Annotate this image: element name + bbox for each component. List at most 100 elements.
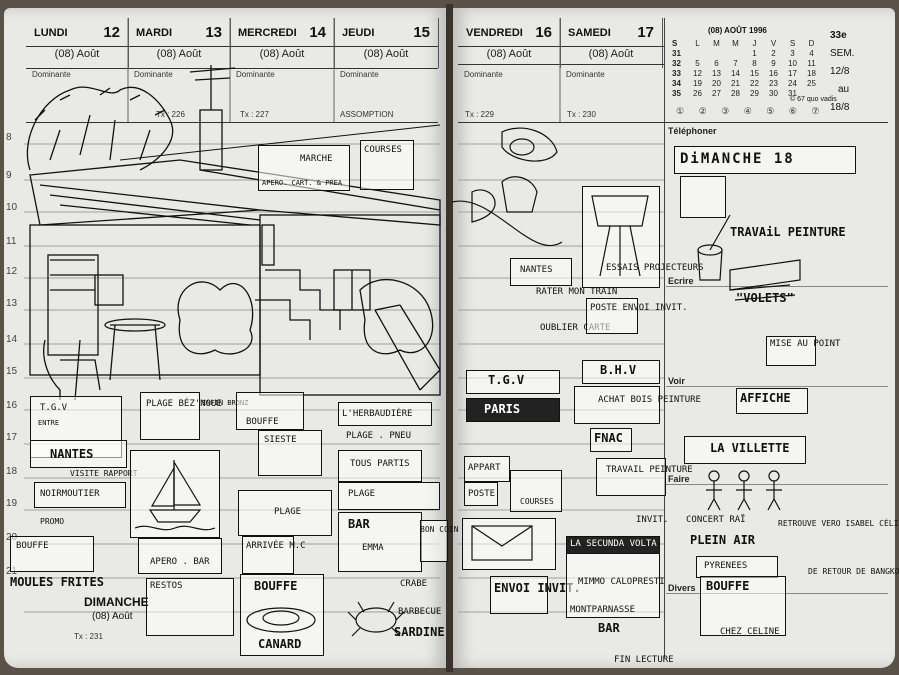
- label-bon-coin: BON COIN: [420, 525, 459, 534]
- label-plage-pneu: PLAGE . PNEU: [346, 431, 412, 441]
- header-divider: [458, 64, 664, 65]
- label-essais: ESSAIS PROJECTEURS: [606, 263, 704, 273]
- label-plage-right: PLAGE: [348, 489, 376, 499]
- hour-label: 16: [6, 400, 18, 411]
- label-tgv-left: T.G.V: [40, 403, 68, 413]
- calendar-cell: 32: [672, 58, 681, 68]
- label-bhv: B.H.V: [600, 363, 637, 377]
- label-la-villette: LA VILLETTE: [710, 441, 790, 455]
- calendar-cell: 6: [714, 58, 719, 68]
- vignette-herbaudiere: [338, 402, 432, 426]
- label-poste-envoi: POSTE ENVOI INVIT.: [590, 303, 688, 313]
- label-invit: INVIT.: [636, 515, 669, 525]
- sunday-label: DIMANCHE: [84, 595, 149, 609]
- day-name: SAMEDI: [568, 27, 611, 39]
- weekday-header: L: [695, 38, 700, 48]
- label-envoi: ENVOI INVIT.: [494, 581, 581, 595]
- section-divider: [666, 484, 888, 485]
- label-barbecue: BARBECUE: [398, 607, 442, 617]
- label-moules-frites: MOULES FRITES: [10, 575, 104, 589]
- calendar-cell: 17: [788, 68, 797, 78]
- day-header-friday: VENDREDI 16 (08) Août Dominante: [458, 18, 561, 79]
- label-travail-peinture: TRAVAIL PEINTURE: [606, 465, 693, 475]
- calendar-footnote: © 67 quo vadis: [790, 96, 837, 103]
- day-header-tuesday: MARDI 13 (08) Août Dominante: [128, 18, 231, 79]
- vignette-dimanche-18: [674, 146, 856, 174]
- label-marche: MARCHE: [300, 154, 333, 164]
- calendar-cell: 2: [771, 48, 776, 58]
- day-month: (08) Août: [588, 48, 634, 60]
- vignette-noirmoutier: [34, 482, 126, 508]
- calendar-cell: 34: [672, 78, 681, 88]
- label-sieste: SIESTE: [264, 435, 297, 445]
- weekday-header: S: [789, 38, 796, 48]
- calendar-cell: 25: [807, 78, 816, 88]
- hour-label: 9: [6, 170, 12, 181]
- calendar-cell: 12: [693, 68, 702, 78]
- vignette-apero-bar: [138, 538, 222, 574]
- vignette-mise-au-point: [766, 336, 816, 366]
- calendar-cell: 18: [807, 68, 816, 78]
- vignette-poste: [464, 482, 498, 506]
- label-poste: POSTE: [468, 489, 496, 499]
- label-bouffe-mid: BOUFFE: [246, 417, 279, 427]
- duck-plate-sketch: [246, 607, 316, 633]
- sunday-month: (08) Août: [92, 611, 133, 622]
- vignette-bouffe-right: [700, 576, 786, 636]
- weekday-header: S: [672, 38, 678, 48]
- weekday-header: J: [752, 38, 757, 48]
- label-retrouve: RETROUVE VERO ISABEL CÉLINE: [778, 519, 899, 528]
- vignette-canard: [240, 574, 324, 656]
- label-fnac: FNAC: [594, 431, 623, 445]
- day-number: 13: [205, 24, 222, 41]
- vignette-achat-bois: [574, 386, 660, 424]
- hour-label: 13: [6, 298, 18, 309]
- label-concert: CONCERT RAÏ: [686, 515, 746, 525]
- calendar-cell: 33: [672, 68, 681, 78]
- calendar-cell: 31: [788, 88, 797, 98]
- side-label-divers: Divers: [668, 583, 696, 593]
- hour-label: 8: [6, 132, 12, 143]
- day-name: VENDREDI: [466, 27, 523, 39]
- label-volets: "VOLETS": [736, 291, 794, 305]
- weekday-header: M: [713, 38, 720, 48]
- calendar-cell: 21: [731, 78, 740, 88]
- envelope-sketch: [471, 525, 533, 561]
- hour-label: 12: [6, 266, 18, 277]
- calendar-cell: 1: [752, 48, 757, 58]
- dominante-label: Dominante: [464, 70, 503, 79]
- day-month: (08) Août: [486, 48, 532, 60]
- weekday-header: M: [732, 38, 739, 48]
- day-header-saturday: SAMEDI 17 (08) Août Dominante: [560, 18, 663, 79]
- label-achat-bois: ACHAT BOIS PEINTURE: [598, 395, 701, 405]
- calendar-cell: 20: [712, 78, 721, 88]
- calendar-cell: 5: [695, 58, 700, 68]
- calendar-cell: 27: [712, 88, 721, 98]
- crab-sketch: [347, 601, 405, 637]
- label-bar: BAR: [348, 517, 370, 531]
- label-travail-peinture-sun: TRAVAiL PEINTURE: [730, 225, 846, 239]
- vignette-bon-coin: [420, 520, 448, 562]
- calendar-cell: 13: [712, 68, 721, 78]
- vignette-envelope: [462, 518, 556, 570]
- vignette-bar: [338, 512, 422, 572]
- vignette-paris: [466, 398, 560, 422]
- week-number: 33e: [830, 30, 847, 41]
- calendar-cell: 9: [771, 58, 776, 68]
- calendar-cell: 35: [672, 88, 681, 98]
- label-apero-cart: APERO. CART. & PREA: [262, 179, 343, 187]
- vignette-bhv: [582, 360, 660, 384]
- label-appart: APPART: [468, 463, 501, 473]
- vignette-plage-mid: [238, 490, 332, 536]
- label-la-secunda: LA SECUNDA VOLTA: [570, 539, 657, 549]
- vignette-plage-right: [338, 482, 440, 510]
- tx-friday: Tx : 229: [465, 110, 494, 119]
- label-chez-celine: CHEZ CELINE: [720, 627, 780, 637]
- calendar-cell: 3: [790, 48, 795, 58]
- label-canard: CANARD: [258, 637, 302, 651]
- label-courses-top: COURSES: [364, 145, 402, 155]
- vignette-figure: [680, 176, 726, 218]
- calendar-cell: 28: [731, 88, 740, 98]
- vignette-arrivee: [242, 536, 294, 574]
